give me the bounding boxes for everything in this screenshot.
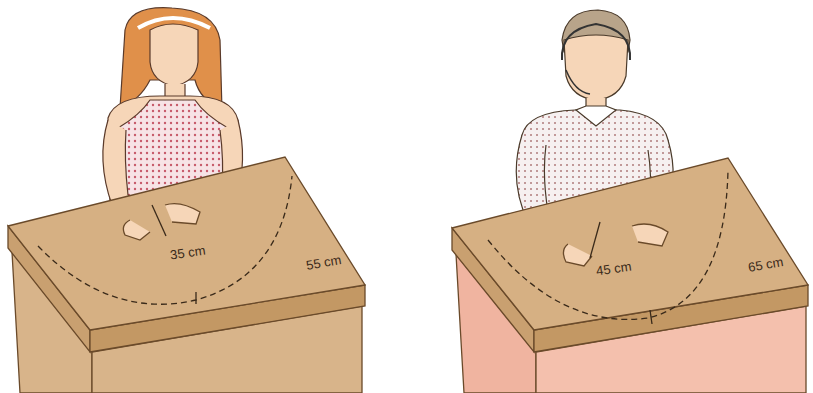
desk-left (8, 157, 365, 393)
reach-arcs-right (488, 170, 728, 319)
reach-arcs-left (38, 176, 292, 304)
radius-lines-right (590, 222, 652, 324)
desk-right (452, 158, 808, 393)
